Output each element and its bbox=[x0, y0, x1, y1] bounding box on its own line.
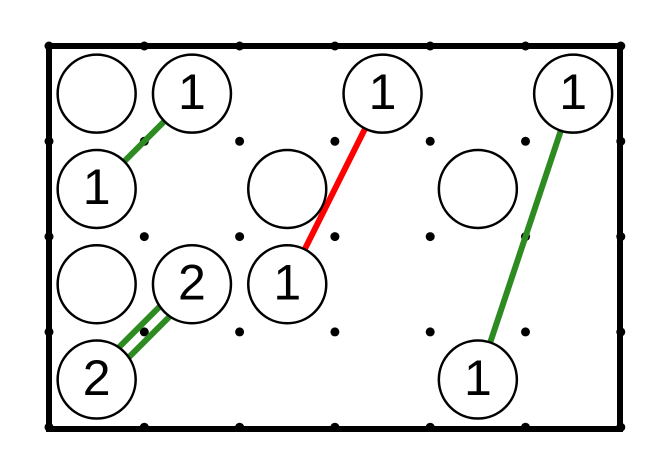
grid-dot bbox=[616, 41, 626, 51]
island-number: 1 bbox=[178, 64, 206, 120]
grid-dot bbox=[616, 232, 626, 242]
bridge-line bbox=[475, 92, 576, 381]
grid-dot bbox=[44, 41, 54, 51]
island-circle bbox=[342, 53, 423, 134]
island-circle bbox=[437, 339, 519, 420]
island-circle bbox=[151, 244, 233, 325]
island: 2 bbox=[56, 339, 137, 420]
grid-dot bbox=[330, 41, 340, 51]
island-circle bbox=[437, 148, 519, 230]
island bbox=[56, 244, 137, 325]
grid-dot bbox=[616, 327, 626, 337]
grid-dot bbox=[235, 422, 245, 432]
islands: 1 1 1 1 2 1 2 1 bbox=[56, 53, 614, 420]
grid-dot bbox=[425, 422, 435, 432]
island-circle bbox=[532, 53, 614, 134]
grid-dot bbox=[330, 422, 340, 432]
island-circle bbox=[247, 148, 328, 230]
grid-dot bbox=[235, 41, 245, 51]
grid-dot bbox=[330, 327, 340, 337]
island-number: 1 bbox=[83, 159, 111, 215]
grid-dot bbox=[44, 422, 54, 432]
grid-dot bbox=[44, 136, 54, 146]
island bbox=[437, 148, 519, 230]
island: 1 bbox=[56, 148, 137, 230]
grid-dot bbox=[521, 136, 530, 146]
island bbox=[247, 148, 328, 230]
island-circle bbox=[56, 244, 137, 325]
grid-dot bbox=[139, 232, 149, 242]
island: 1 bbox=[247, 244, 328, 325]
island-circle bbox=[56, 339, 137, 420]
island-number: 2 bbox=[178, 254, 206, 310]
grid-dot bbox=[425, 232, 435, 242]
grid-dot bbox=[44, 327, 54, 337]
island-number: 1 bbox=[369, 64, 397, 120]
island-number: 1 bbox=[273, 254, 301, 310]
grid-dot bbox=[425, 327, 435, 337]
grid-dot bbox=[616, 136, 626, 146]
island-number: 1 bbox=[559, 64, 587, 120]
grid-dot bbox=[139, 422, 149, 432]
island-circle bbox=[56, 53, 137, 134]
island: 1 bbox=[151, 53, 233, 134]
island: 1 bbox=[532, 53, 614, 134]
grid-dot bbox=[521, 41, 530, 51]
island: 1 bbox=[342, 53, 423, 134]
island-number: 1 bbox=[464, 350, 492, 406]
grid-dot bbox=[425, 136, 435, 146]
grid-dot bbox=[521, 327, 530, 337]
grid-dot bbox=[44, 232, 54, 242]
island bbox=[56, 53, 137, 134]
grid-dot bbox=[235, 136, 245, 146]
island: 1 bbox=[437, 339, 519, 420]
island: 2 bbox=[151, 244, 233, 325]
grid-dot bbox=[330, 136, 340, 146]
grid-dot bbox=[235, 232, 245, 242]
grid-dot bbox=[425, 41, 435, 51]
island-number: 2 bbox=[83, 350, 111, 406]
island-circle bbox=[151, 53, 233, 134]
grid-dot bbox=[139, 41, 149, 51]
grid-dot bbox=[330, 232, 340, 242]
island-circle bbox=[247, 244, 328, 325]
grid-dot bbox=[139, 327, 149, 337]
grid-dot bbox=[616, 422, 626, 432]
island-circle bbox=[56, 148, 137, 230]
grid-dot bbox=[235, 327, 245, 337]
grid-dot bbox=[521, 422, 530, 432]
